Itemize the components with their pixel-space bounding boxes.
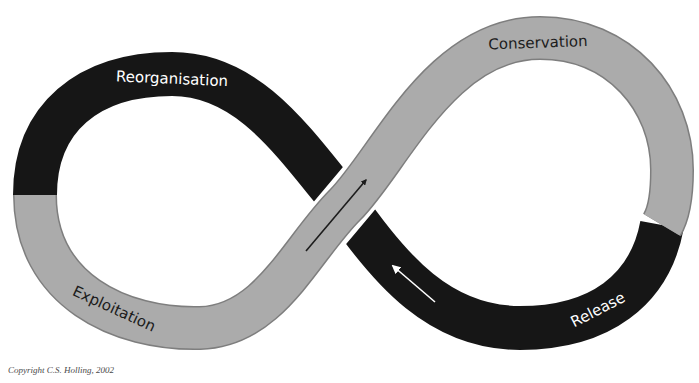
grey-band-edge <box>35 38 672 328</box>
reorganisation-band <box>35 74 345 205</box>
phase-band-label: Exploitation <box>65 279 162 338</box>
flow-arrow <box>393 266 435 302</box>
phase-band-label: Reorganisation <box>111 66 232 92</box>
phase-name: Exploitation <box>70 283 158 335</box>
phase-name: Conservation <box>488 33 588 53</box>
phase-band-label: Release <box>564 286 633 335</box>
phase-band-label: Conservation <box>484 31 592 55</box>
phase-name: Release <box>569 289 629 330</box>
phase-name: Reorganisation <box>115 68 228 89</box>
exploitation-conservation-band <box>35 38 672 328</box>
flow-arrow <box>306 180 366 251</box>
copyright-note: Copyright C.S. Holling, 2002 <box>8 365 114 375</box>
